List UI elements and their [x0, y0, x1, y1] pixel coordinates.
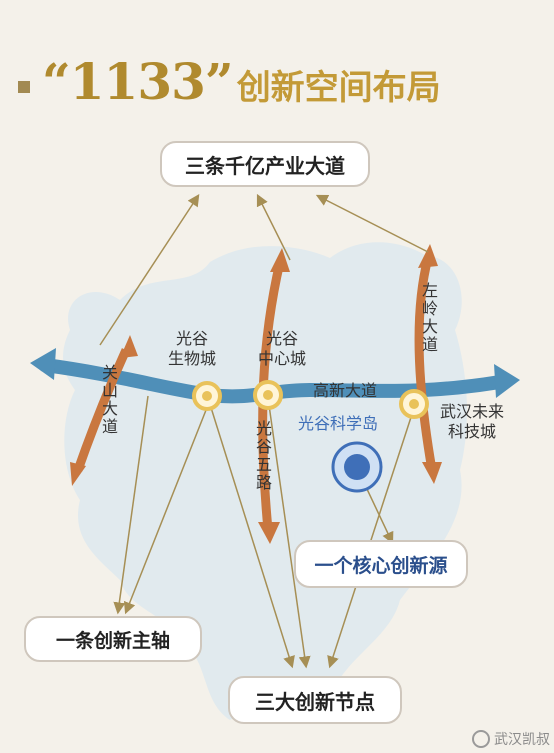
axis-arrowhead-right: [494, 364, 520, 398]
watermark-logo-icon: [472, 730, 490, 748]
label-zuoling-avenue: 左岭大道: [419, 282, 438, 354]
link-center-to-avenues: [256, 193, 291, 261]
title-text: 创新空间布局: [236, 68, 441, 108]
core-box: 一个核心创新源: [294, 540, 468, 588]
label-gaoxin-avenue: 高新大道: [313, 381, 378, 400]
axis-arrowhead-left: [30, 348, 56, 380]
label-bio-city: 光谷 生物城: [168, 329, 216, 369]
label-bio-city-line2: 生物城: [168, 349, 217, 368]
nodes-box: 三大创新节点: [228, 676, 402, 724]
link-bio-to-nodes: [207, 397, 295, 669]
guanshan-road: [73, 348, 131, 472]
core-innovation-source: [331, 441, 383, 493]
label-guanshan-avenue: 关山大道: [99, 364, 118, 436]
link-future-to-nodes: [327, 407, 415, 669]
guanggu5-arrowhead-top: [270, 248, 290, 272]
label-guanggu5-road: 光谷五路: [253, 420, 272, 492]
node-center-city: [253, 380, 283, 410]
guanshan-arrowhead-top: [120, 335, 138, 358]
watermark-text: 武汉凯叔: [494, 732, 550, 748]
label-bio-city-line1: 光谷: [176, 329, 209, 348]
avenues-box: 三条千亿产业大道: [160, 141, 370, 187]
label-future-city: 武汉未来 科技城: [440, 402, 504, 442]
link-zuoling-to-avenues: [315, 194, 429, 253]
label-future-city-line1: 武汉未来: [440, 402, 505, 421]
page-title: “1133” 创新空间布局: [18, 52, 441, 111]
guanggu5-arrowhead-bottom: [258, 522, 280, 544]
axis-box: 一条创新主轴: [24, 616, 202, 662]
label-science-island: 光谷科学岛: [298, 414, 379, 433]
zuoling-arrowhead-bottom: [422, 462, 442, 484]
link-axis-to-label-2: [123, 399, 211, 615]
link-bio-to-avenues: [99, 193, 200, 346]
label-center-city-line2: 中心城: [258, 349, 307, 368]
zuoling-arrowhead-top: [418, 244, 438, 268]
watermark: 武汉凯叔: [472, 729, 550, 749]
link-axis-to-label: [113, 395, 149, 615]
title-number: “1133”: [42, 52, 234, 111]
node-future-city: [399, 389, 429, 419]
title-bullet: [18, 81, 30, 93]
link-center-to-nodes: [267, 397, 311, 669]
label-center-city: 光谷 中心城: [258, 329, 306, 369]
zuoling-road: [414, 256, 437, 471]
guanshan-arrowhead-bottom: [70, 462, 86, 486]
label-center-city-line1: 光谷: [266, 329, 299, 348]
label-future-city-line2: 科技城: [448, 422, 497, 441]
node-bio-city: [192, 381, 222, 411]
